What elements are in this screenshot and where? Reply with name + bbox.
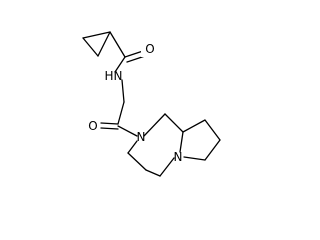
- atom-label-ring-nitrogen: N: [137, 130, 146, 144]
- bond-ketone-co-2: [100, 127, 119, 130]
- bond-cp2-cp3: [97, 31, 111, 57]
- atom-label-amide-oxygen: O: [145, 42, 154, 56]
- bond-ketone-ringn: [117, 125, 138, 137]
- bond-cp1-cp2: [82, 31, 111, 39]
- bond-ch2-ketone: [117, 101, 125, 125]
- bond-cp-carbonyl: [109, 31, 126, 58]
- bond-pyr-c9-c8: [204, 119, 221, 141]
- bond-ring-c4-c3: [127, 152, 147, 171]
- chemical-structure-diagram: O H N O N N: [82, 31, 221, 177]
- bond-ring-c3-n: [127, 140, 138, 154]
- bond-ring-n-c1: [143, 113, 166, 137]
- bond-ring-c1-c9a: [164, 113, 184, 133]
- molecule-canvas: O H N O N N: [82, 31, 221, 177]
- bond-cp3-cp1: [82, 37, 99, 57]
- bond-pyr-c7-bridge: [183, 156, 206, 161]
- atom-label-bridgehead-nitrogen: N: [174, 150, 183, 164]
- atom-label-amide-nitrogen: N: [114, 69, 123, 83]
- bond-ring-c9a-bridge: [179, 131, 184, 153]
- atom-label-amide-hydrogen: H: [104, 69, 113, 83]
- bond-ring-c5-c4: [145, 169, 161, 177]
- atom-label-ketone-oxygen: O: [88, 119, 97, 133]
- bond-n-ch2: [121, 79, 125, 103]
- bond-ketone-co-1: [100, 122, 119, 125]
- bond-amide-co-1: [124, 50, 144, 58]
- bond-amide-cn: [114, 56, 126, 73]
- bond-pyr-c8-c7: [204, 139, 221, 161]
- bond-ring-bridge-c5: [159, 157, 175, 177]
- bond-pyr-c9a-c9: [182, 119, 206, 133]
